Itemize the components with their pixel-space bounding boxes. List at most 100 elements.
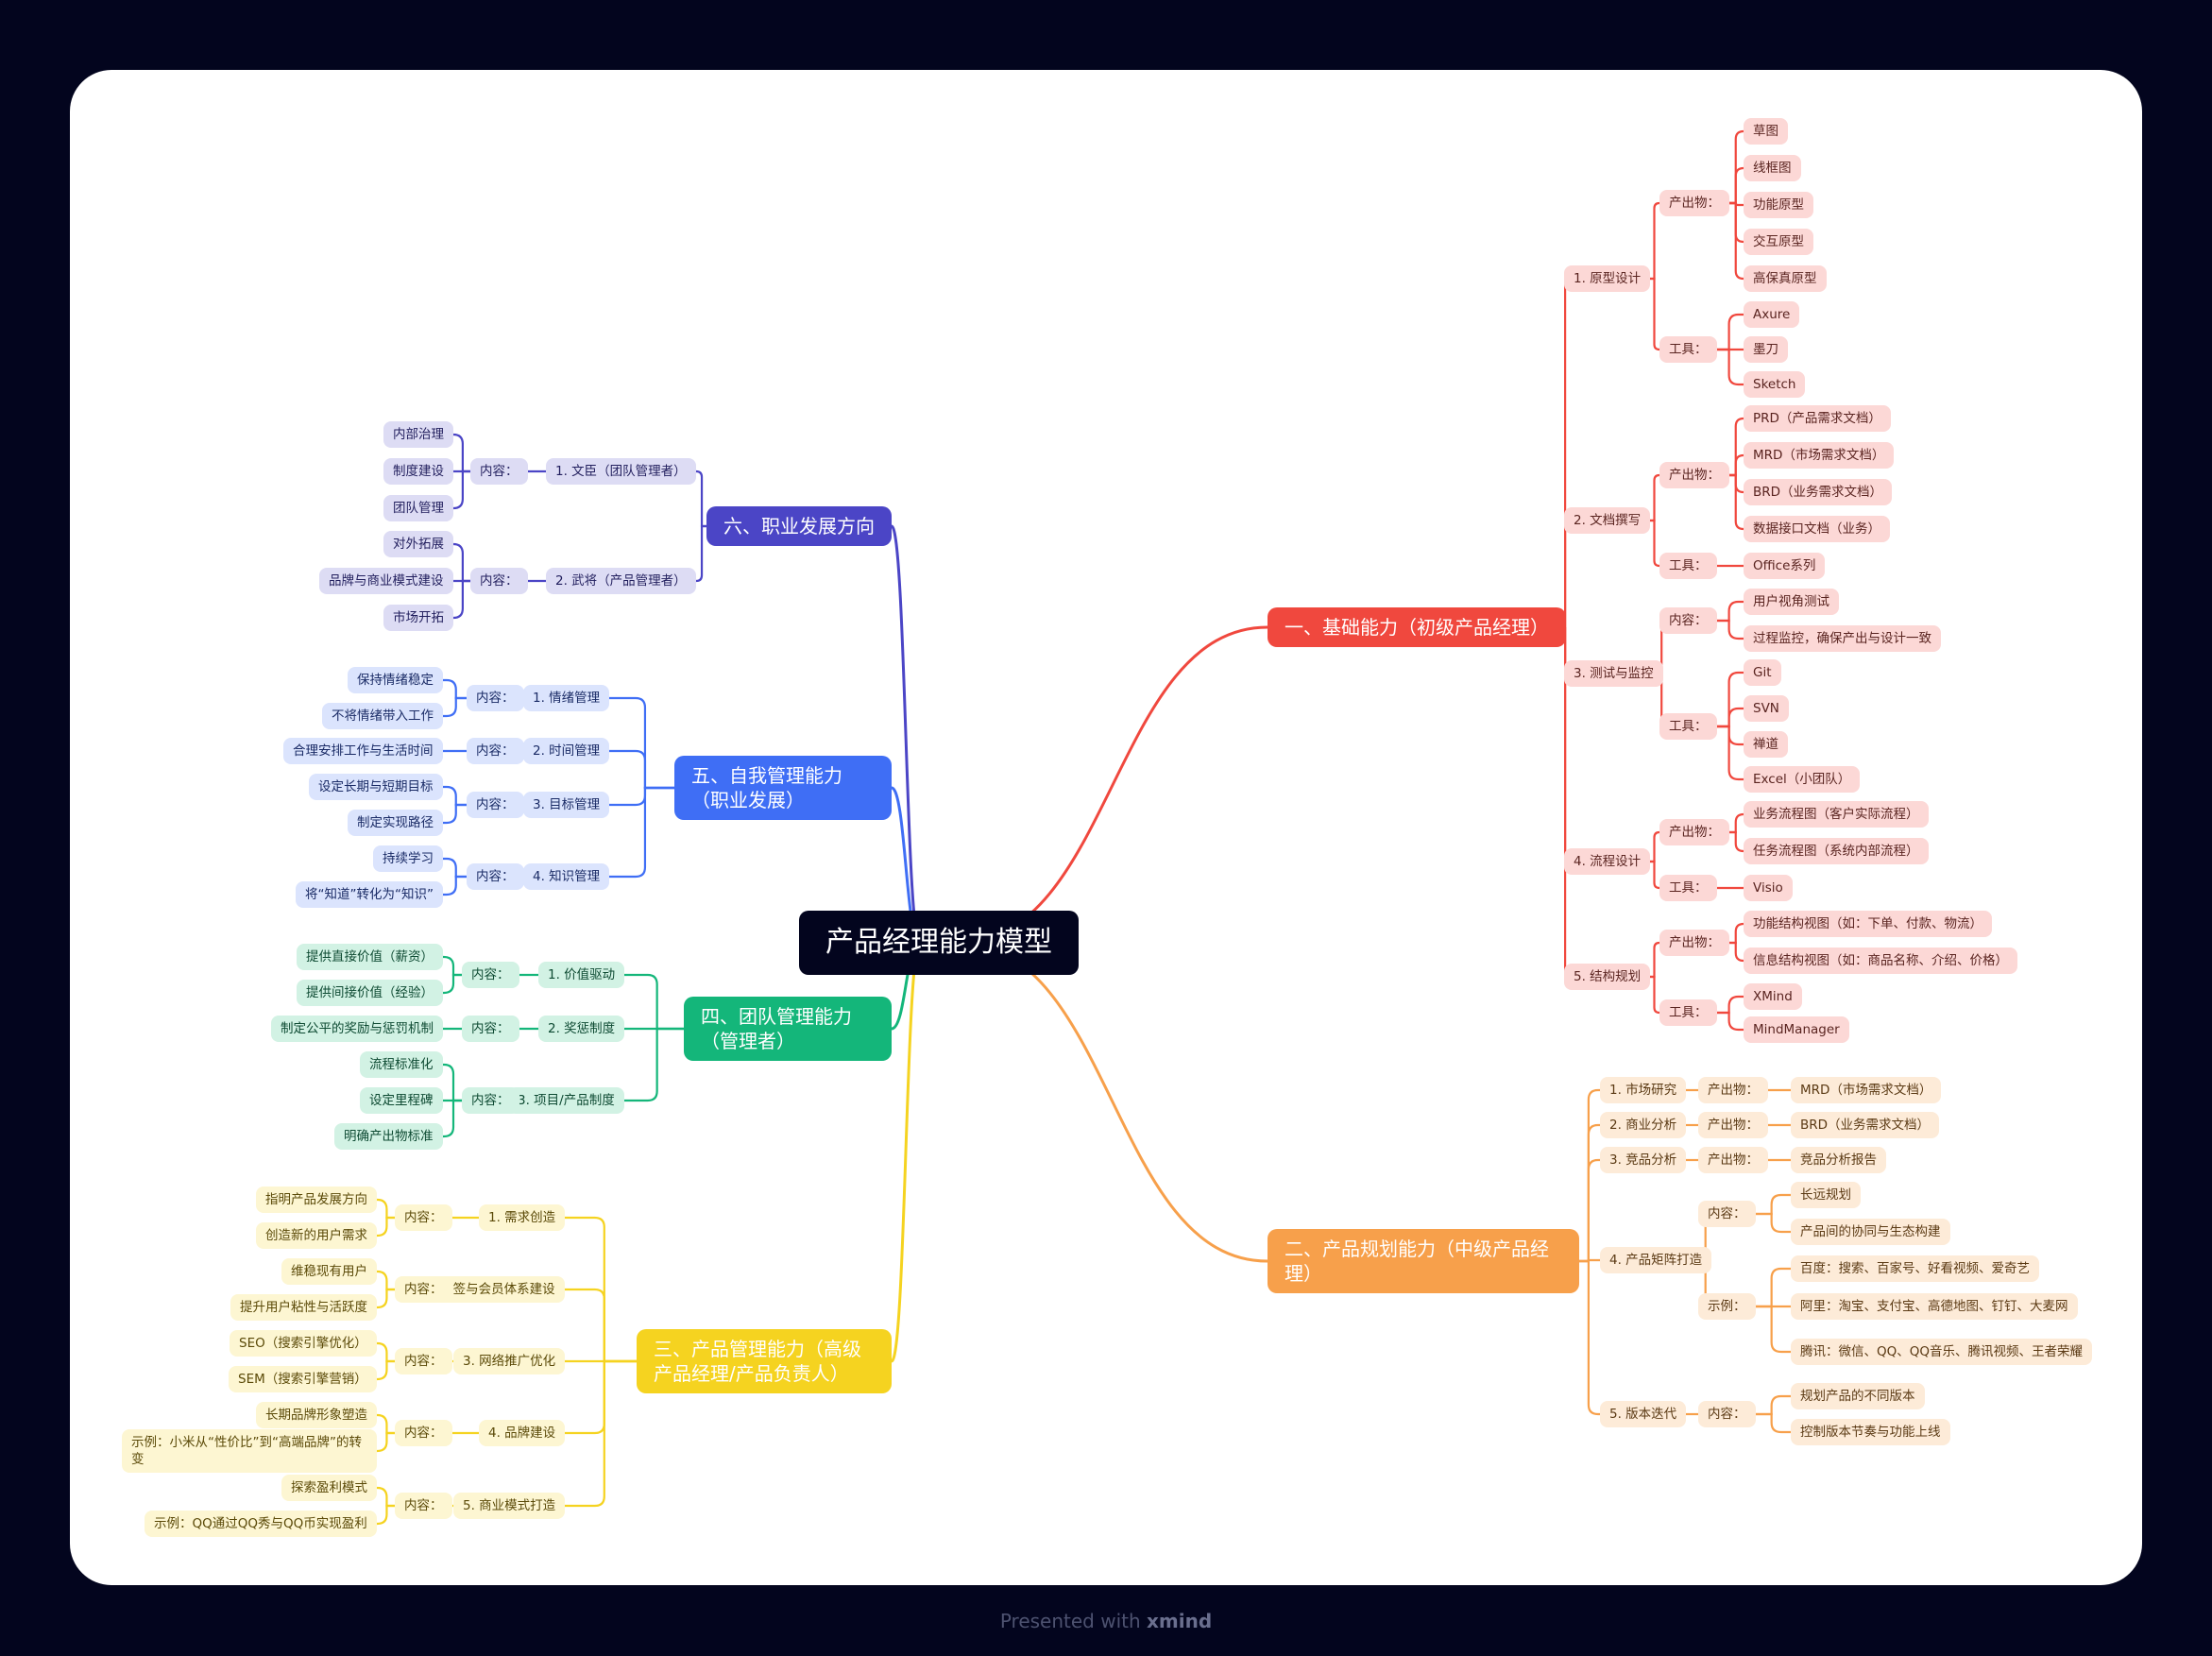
subtopic-label[interactable]: 内容： bbox=[395, 1493, 452, 1519]
leaf-topic[interactable]: 信息结构视图（如：商品名称、介绍、价格） bbox=[1744, 948, 2017, 974]
subtopic-label[interactable]: 内容： bbox=[1659, 607, 1717, 634]
subtopic-label[interactable]: 工具： bbox=[1659, 336, 1717, 363]
subtopic[interactable]: 1. 情绪管理 bbox=[523, 685, 610, 711]
leaf-topic[interactable]: 示例：QQ通过QQ秀与QQ币实现盈利 bbox=[145, 1511, 377, 1537]
leaf-topic[interactable]: 腾讯：微信、QQ、QQ音乐、腾讯视频、王者荣耀 bbox=[1791, 1339, 2093, 1365]
subtopic[interactable]: 4. 知识管理 bbox=[523, 863, 610, 890]
leaf-topic[interactable]: 高保真原型 bbox=[1744, 265, 1827, 292]
leaf-topic[interactable]: 市场开拓 bbox=[383, 605, 453, 631]
leaf-topic[interactable]: SVN bbox=[1744, 695, 1789, 722]
leaf-topic[interactable]: 数据接口文档（业务） bbox=[1744, 516, 1890, 542]
leaf-topic[interactable]: 对外拓展 bbox=[383, 531, 453, 557]
root-topic[interactable]: 产品经理能力模型 bbox=[799, 911, 1079, 975]
branch-topic-4[interactable]: 四、团队管理能力（管理者） bbox=[684, 997, 892, 1061]
leaf-topic[interactable]: 长远规划 bbox=[1791, 1182, 1861, 1208]
subtopic-label[interactable]: 内容： bbox=[470, 568, 528, 594]
leaf-topic[interactable]: Sketch bbox=[1744, 371, 1806, 398]
leaf-topic[interactable]: Git bbox=[1744, 659, 1781, 686]
subtopic-label[interactable]: 内容： bbox=[467, 685, 524, 711]
subtopic-label[interactable]: 内容： bbox=[467, 863, 524, 890]
leaf-topic[interactable]: 设定里程碑 bbox=[360, 1087, 443, 1114]
leaf-topic[interactable]: 设定长期与短期目标 bbox=[309, 774, 443, 800]
branch-topic-5[interactable]: 五、自我管理能力（职业发展） bbox=[674, 756, 892, 820]
subtopic-label[interactable]: 工具： bbox=[1659, 875, 1717, 901]
leaf-topic[interactable]: Visio bbox=[1744, 875, 1793, 901]
leaf-topic[interactable]: BRD（业务需求文档） bbox=[1791, 1112, 1940, 1138]
leaf-topic[interactable]: 长期品牌形象塑造 bbox=[256, 1402, 377, 1428]
leaf-topic[interactable]: MRD（市场需求文档） bbox=[1744, 442, 1895, 469]
leaf-topic[interactable]: SEO（搜索引擎优化） bbox=[230, 1330, 377, 1357]
subtopic-label[interactable]: 内容： bbox=[395, 1420, 452, 1446]
subtopic-label[interactable]: 内容： bbox=[462, 1087, 519, 1114]
subtopic-label[interactable]: 示例： bbox=[1698, 1293, 1756, 1320]
subtopic-label[interactable]: 产出物： bbox=[1698, 1112, 1768, 1138]
leaf-topic[interactable]: 功能原型 bbox=[1744, 192, 1813, 218]
leaf-topic[interactable]: 内部治理 bbox=[383, 421, 453, 448]
leaf-topic[interactable]: 将“知道”转化为“知识” bbox=[296, 881, 443, 908]
subtopic-label[interactable]: 产出物： bbox=[1659, 930, 1729, 956]
leaf-topic[interactable]: 规划产品的不同版本 bbox=[1791, 1383, 1925, 1409]
leaf-topic[interactable]: 制定实现路径 bbox=[348, 810, 443, 836]
leaf-topic[interactable]: XMind bbox=[1744, 983, 1802, 1010]
subtopic-label[interactable]: 产出物： bbox=[1659, 190, 1729, 216]
leaf-topic[interactable]: 任务流程图（系统内部流程） bbox=[1744, 838, 1929, 864]
leaf-topic[interactable]: Axure bbox=[1744, 301, 1800, 328]
subtopic-label[interactable]: 内容： bbox=[467, 792, 524, 818]
leaf-topic[interactable]: 功能结构视图（如：下单、付款、物流） bbox=[1744, 911, 1992, 937]
subtopic-label[interactable]: 产出物： bbox=[1659, 819, 1729, 845]
leaf-topic[interactable]: 团队管理 bbox=[383, 495, 453, 521]
subtopic[interactable]: 2. 文档撰写 bbox=[1564, 507, 1651, 534]
leaf-topic[interactable]: 用户视角测试 bbox=[1744, 589, 1839, 615]
leaf-topic[interactable]: 示例：小米从“性价比”到“高端品牌”的转变 bbox=[122, 1429, 377, 1473]
subtopic[interactable]: 3. 目标管理 bbox=[523, 792, 610, 818]
subtopic[interactable]: 3. 项目/产品制度 bbox=[508, 1087, 624, 1114]
subtopic[interactable]: 5. 商业模式打造 bbox=[453, 1493, 566, 1519]
leaf-topic[interactable]: 提升用户粘性与活跃度 bbox=[230, 1294, 377, 1321]
leaf-topic[interactable]: 不将情绪带入工作 bbox=[322, 703, 443, 729]
leaf-topic[interactable]: 禅道 bbox=[1744, 731, 1788, 758]
leaf-topic[interactable]: 明确产出物标准 bbox=[334, 1123, 443, 1150]
leaf-topic[interactable]: SEM（搜索引擎营销） bbox=[229, 1366, 377, 1392]
leaf-topic[interactable]: 竞品分析报告 bbox=[1791, 1147, 1886, 1173]
subtopic-label[interactable]: 产出物： bbox=[1659, 462, 1729, 488]
leaf-topic[interactable]: 提供直接价值（薪资） bbox=[297, 944, 443, 970]
subtopic-label[interactable]: 产出物： bbox=[1698, 1147, 1768, 1173]
leaf-topic[interactable]: 阿里：淘宝、支付宝、高德地图、钉钉、大麦网 bbox=[1791, 1293, 2078, 1320]
leaf-topic[interactable]: MindManager bbox=[1744, 1016, 1849, 1043]
subtopic-label[interactable]: 工具： bbox=[1659, 713, 1717, 740]
branch-topic-2[interactable]: 二、产品规划能力（中级产品经理） bbox=[1268, 1229, 1579, 1293]
leaf-topic[interactable]: MRD（市场需求文档） bbox=[1791, 1077, 1942, 1103]
leaf-topic[interactable]: 产品间的协同与生态构建 bbox=[1791, 1219, 1950, 1245]
leaf-topic[interactable]: Office系列 bbox=[1744, 553, 1826, 579]
leaf-topic[interactable]: 提供间接价值（经验） bbox=[297, 980, 443, 1006]
subtopic[interactable]: 5. 结构规划 bbox=[1564, 964, 1651, 990]
leaf-topic[interactable]: 合理安排工作与生活时间 bbox=[283, 738, 443, 764]
leaf-topic[interactable]: 业务流程图（客户实际流程） bbox=[1744, 801, 1929, 828]
subtopic[interactable]: 1. 文臣（团队管理者） bbox=[546, 458, 696, 485]
subtopic-label[interactable]: 工具： bbox=[1659, 553, 1717, 579]
subtopic[interactable]: 2. 武将（产品管理者） bbox=[546, 568, 696, 594]
subtopic[interactable]: 2. 商业分析 bbox=[1600, 1112, 1687, 1138]
leaf-topic[interactable]: 维稳现有用户 bbox=[281, 1258, 377, 1285]
subtopic[interactable]: 4. 产品矩阵打造 bbox=[1600, 1247, 1712, 1273]
leaf-topic[interactable]: 持续学习 bbox=[373, 845, 443, 872]
subtopic-label[interactable]: 内容： bbox=[462, 1016, 519, 1042]
leaf-topic[interactable]: 流程标准化 bbox=[360, 1051, 443, 1078]
subtopic-label[interactable]: 产出物： bbox=[1698, 1077, 1768, 1103]
subtopic-label[interactable]: 内容： bbox=[1698, 1401, 1756, 1427]
subtopic[interactable]: 1. 价值驱动 bbox=[538, 962, 625, 988]
leaf-topic[interactable]: 墨刀 bbox=[1744, 336, 1788, 363]
subtopic[interactable]: 4. 品牌建设 bbox=[479, 1420, 566, 1446]
subtopic-label[interactable]: 内容： bbox=[395, 1348, 452, 1374]
subtopic[interactable]: 2. 时间管理 bbox=[523, 738, 610, 764]
leaf-topic[interactable]: PRD（产品需求文档） bbox=[1744, 405, 1891, 432]
leaf-topic[interactable]: 线框图 bbox=[1744, 155, 1801, 181]
leaf-topic[interactable]: Excel（小团队） bbox=[1744, 766, 1861, 793]
leaf-topic[interactable]: 品牌与商业模式建设 bbox=[319, 568, 453, 594]
leaf-topic[interactable]: 创造新的用户需求 bbox=[256, 1222, 377, 1249]
leaf-topic[interactable]: 过程监控，确保产出与设计一致 bbox=[1744, 625, 1941, 652]
subtopic[interactable]: 1. 市场研究 bbox=[1600, 1077, 1687, 1103]
subtopic[interactable]: 3. 竞品分析 bbox=[1600, 1147, 1687, 1173]
subtopic-label[interactable]: 内容： bbox=[395, 1276, 452, 1303]
leaf-topic[interactable]: 草图 bbox=[1744, 118, 1788, 145]
